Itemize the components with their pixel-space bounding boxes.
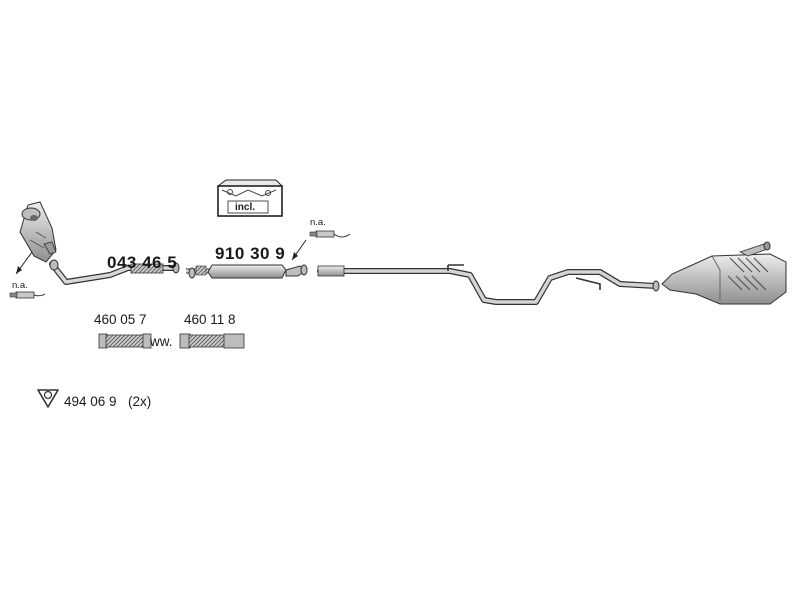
intermediate-pipe bbox=[317, 264, 660, 305]
part-number-downpipe[interactable]: 043 46 5 bbox=[107, 253, 178, 272]
note-alternate: ww. bbox=[150, 334, 173, 349]
lambda-sensor-right bbox=[291, 230, 351, 261]
part-number-connector-b[interactable]: 460 11 8 bbox=[184, 312, 236, 327]
lambda-sensor-icon bbox=[309, 230, 351, 238]
center-silencer bbox=[186, 264, 308, 279]
note-sensor-right: n.a. bbox=[310, 217, 326, 228]
part-number-mount[interactable]: 494 06 9 bbox=[64, 394, 117, 409]
front-downpipe bbox=[49, 259, 180, 285]
flex-connector-a bbox=[98, 333, 152, 349]
rubber-mount-icon bbox=[37, 389, 59, 408]
mounting-kit-box-icon bbox=[216, 179, 284, 217]
flex-connector-b bbox=[179, 333, 245, 349]
mount-quantity: (2x) bbox=[128, 394, 152, 409]
part-number-center-silencer[interactable]: 910 30 9 bbox=[215, 244, 286, 263]
lambda-sensor-icon bbox=[9, 291, 46, 299]
rear-muffler bbox=[661, 241, 787, 305]
part-number-connector-a[interactable]: 460 05 7 bbox=[94, 312, 147, 327]
lambda-sensor-left bbox=[9, 251, 46, 299]
kit-included-label: incl. bbox=[235, 202, 256, 213]
note-sensor-left: n.a. bbox=[12, 280, 28, 291]
catalytic-converter bbox=[19, 201, 57, 263]
